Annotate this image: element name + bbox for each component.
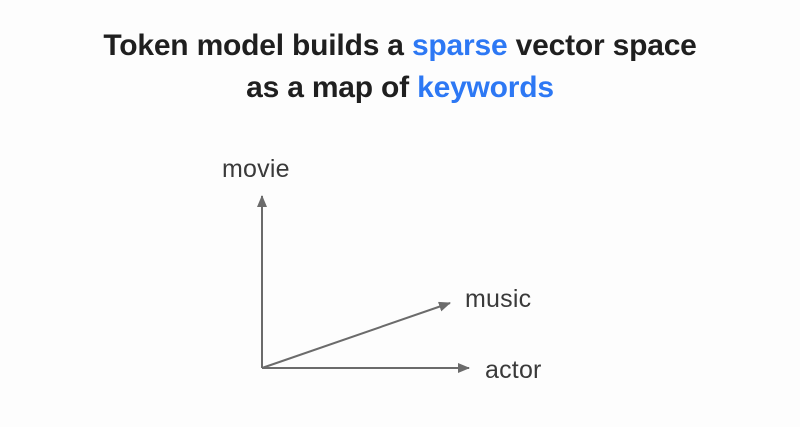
axis-label-movie: movie [222,155,290,183]
title-line-1: Token model builds a sparse vector space [0,25,800,67]
axis-label-music: music [465,285,532,313]
title-text-segment: as a map of [246,71,418,104]
highlight-keywords: keywords [417,71,554,104]
title-text-segment: Token model builds a [103,29,412,62]
title-text-segment: vector space [507,29,697,62]
title-line-2: as a map of keywords [0,67,800,109]
axis-label-actor: actor [485,356,542,384]
highlight-sparse: sparse [411,29,508,62]
music-vector-arrow [261,301,451,369]
slide-title: Token model builds a sparse vector space… [0,25,800,109]
